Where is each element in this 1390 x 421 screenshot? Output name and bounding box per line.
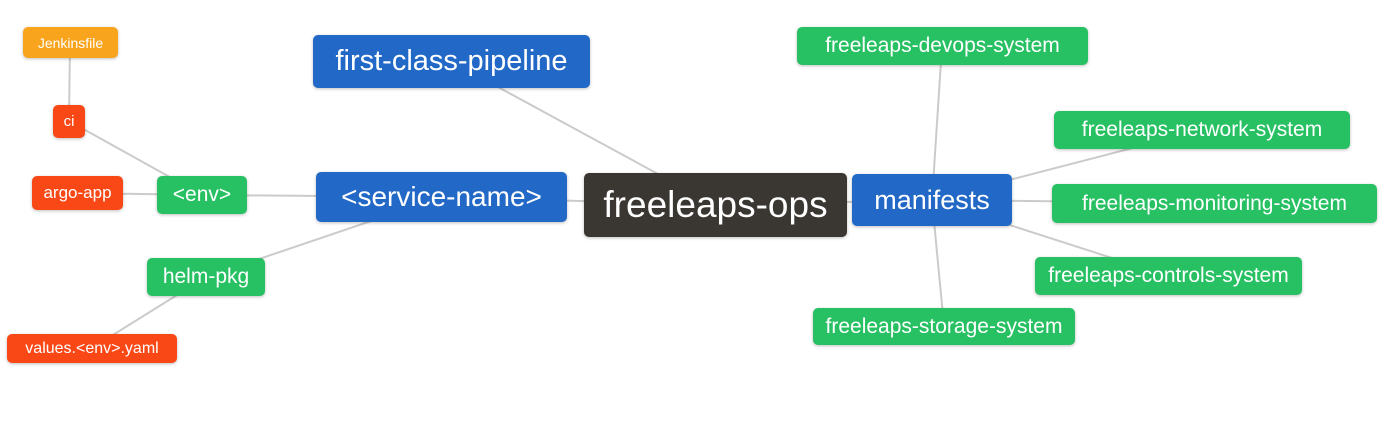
node-service-name[interactable]: <service-name> [316, 172, 567, 222]
node-storage-system[interactable]: freeleaps-storage-system [813, 308, 1075, 345]
node-env[interactable]: <env> [157, 176, 247, 214]
node-values-env-yaml[interactable]: values.<env>.yaml [7, 334, 177, 363]
node-devops-system[interactable]: freeleaps-devops-system [797, 27, 1088, 65]
node-monitoring-system[interactable]: freeleaps-monitoring-system [1052, 184, 1377, 223]
node-ci[interactable]: ci [53, 105, 85, 138]
node-freeleaps-ops[interactable]: freeleaps-ops [584, 173, 847, 237]
node-argo-app[interactable]: argo-app [32, 176, 123, 210]
node-first-class-pipeline[interactable]: first-class-pipeline [313, 35, 590, 88]
node-network-system[interactable]: freeleaps-network-system [1054, 111, 1350, 149]
node-jenkinsfile[interactable]: Jenkinsfile [23, 27, 118, 58]
node-helm-pkg[interactable]: helm-pkg [147, 258, 265, 296]
node-controls-system[interactable]: freeleaps-controls-system [1035, 257, 1302, 295]
node-manifests[interactable]: manifests [852, 174, 1012, 226]
